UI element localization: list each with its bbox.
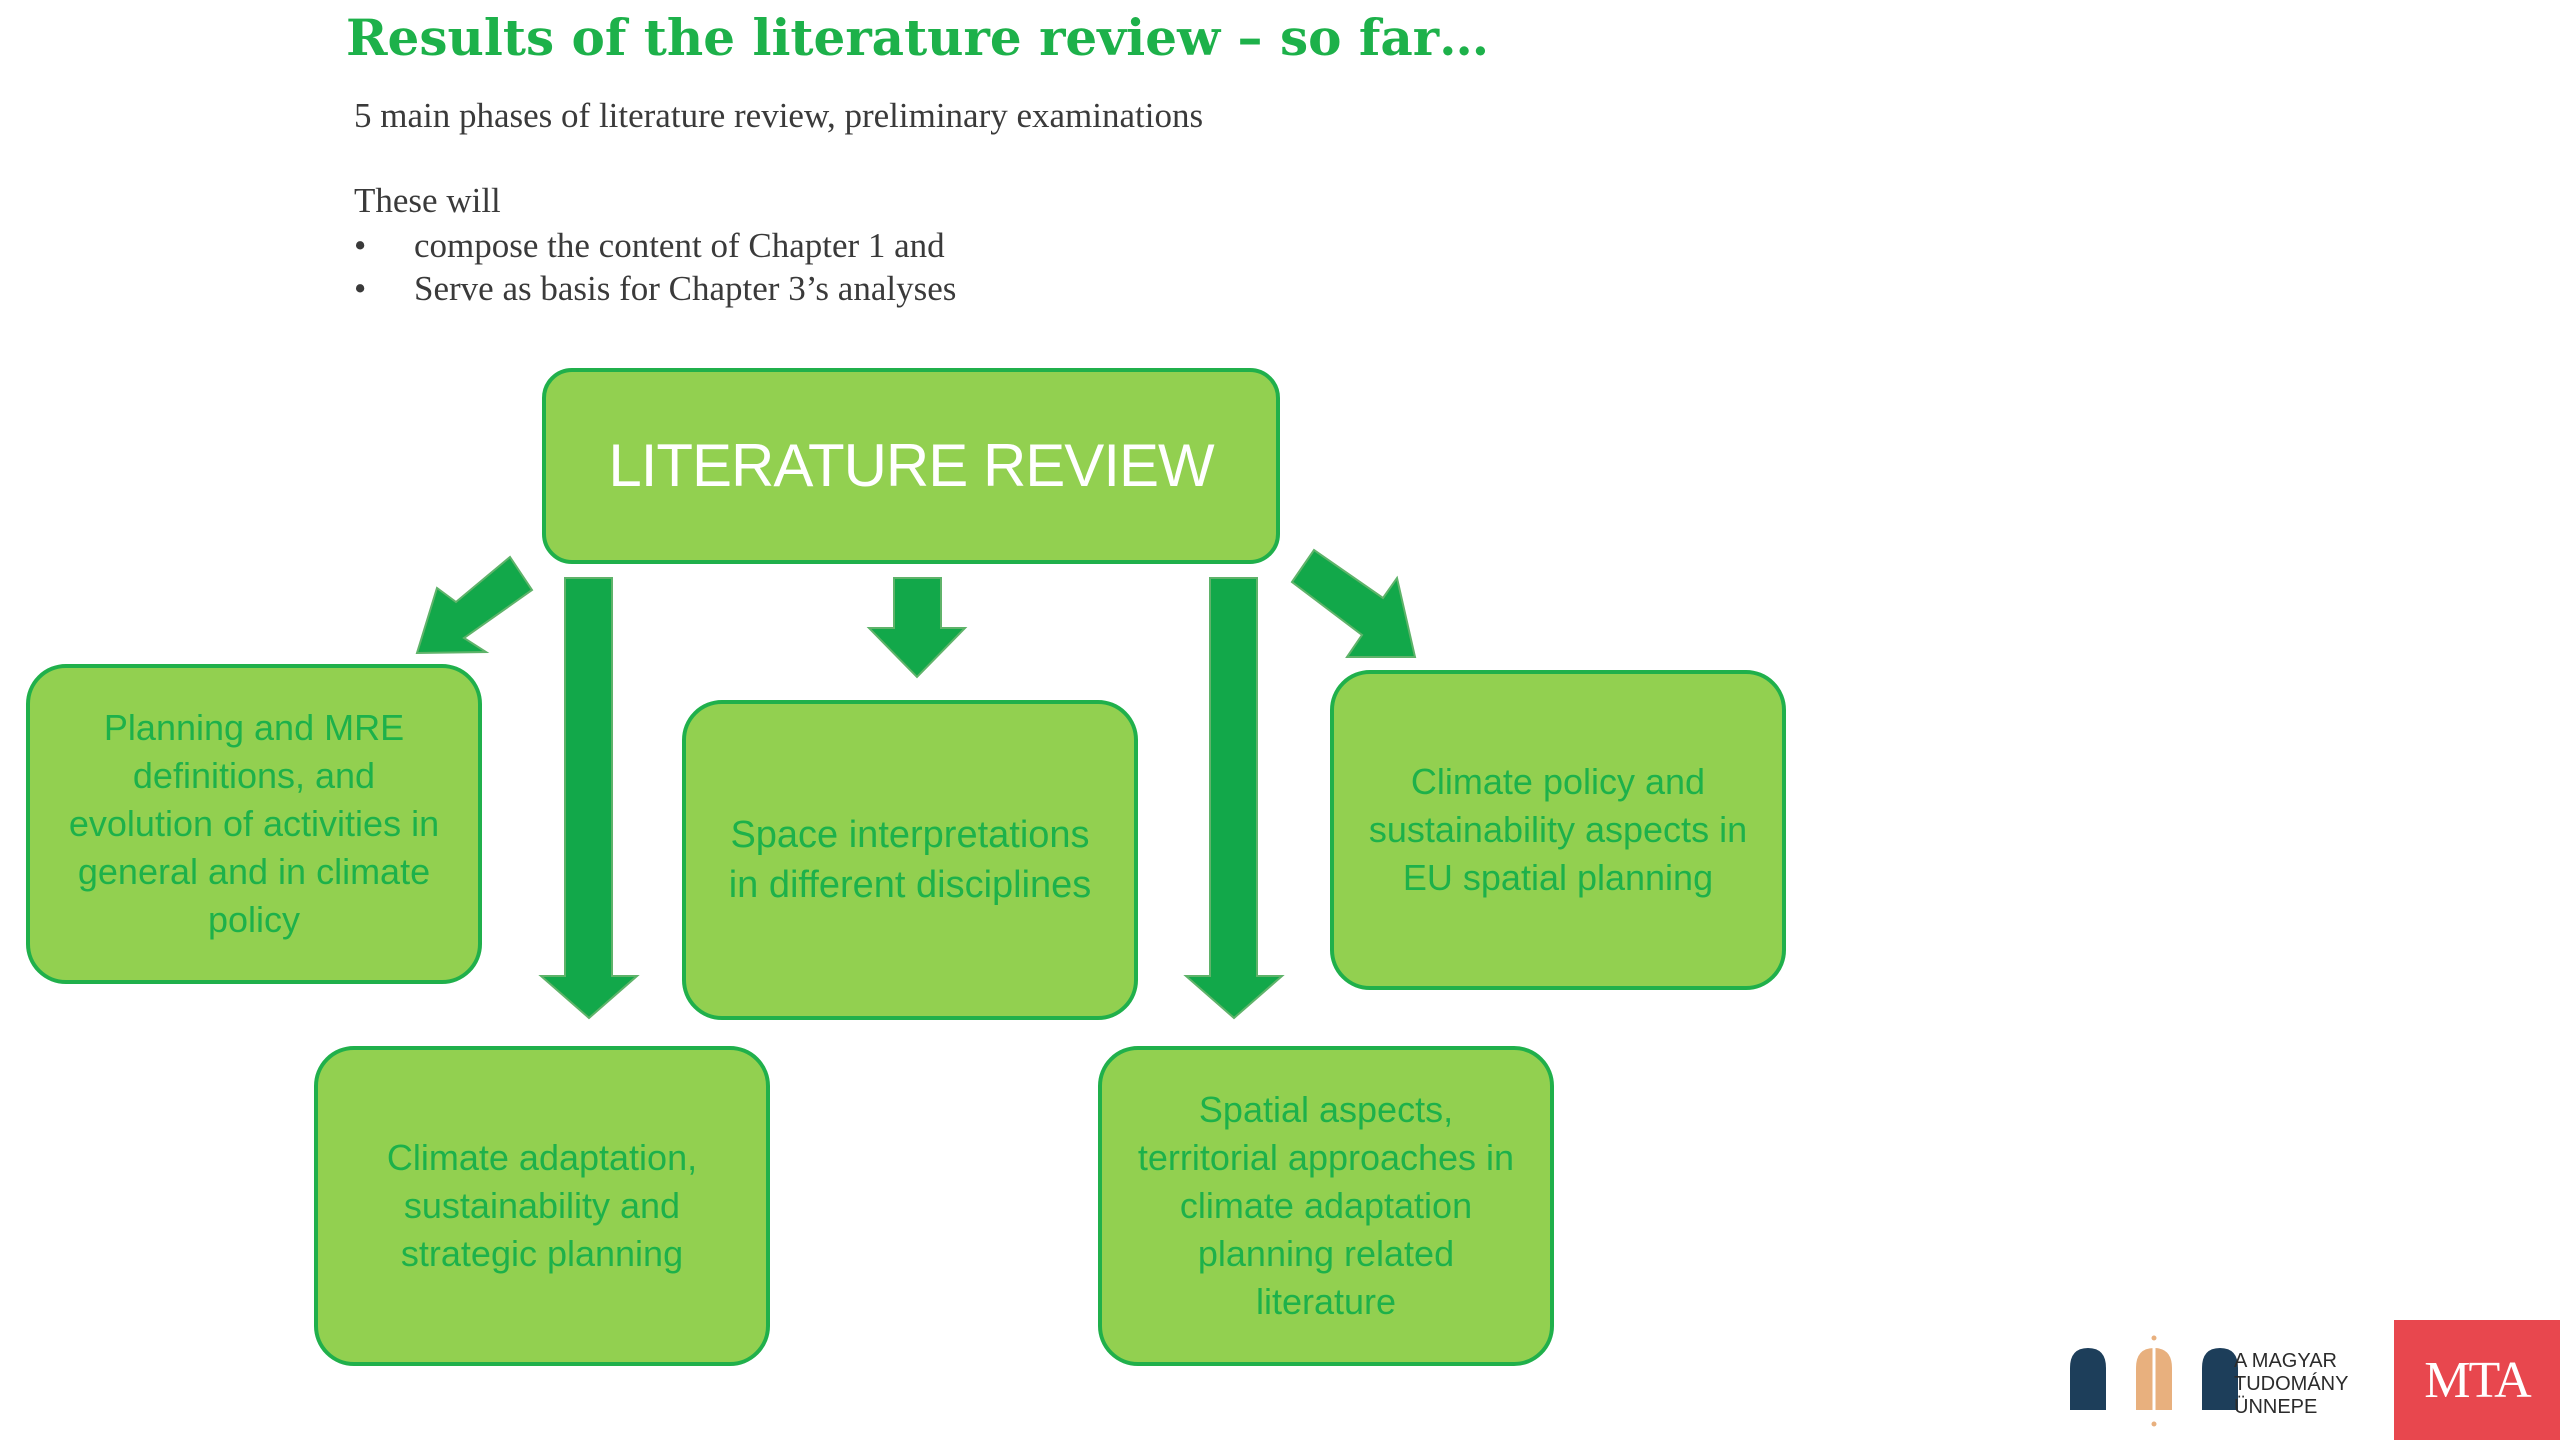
arrow-down-long-right [1183,577,1285,1020]
magyar-tudomany-logo-icon [2070,1335,2238,1427]
literature-review-label: LITERATURE REVIEW [608,432,1214,499]
slide-title: Results of the literature review – so fa… [346,8,1490,67]
topic-label: Spatial aspects, territorial approaches … [1137,1089,1515,1322]
topic-box-climate-adaptation: Climate adaptation, sustainability and s… [314,1046,770,1366]
arrow-down-right [1290,548,1417,658]
topic-box-space-interpretations: Space interpretations in different disci… [682,700,1138,1020]
topic-label: Climate adaptation, sustainability and s… [386,1137,698,1274]
arrow-down-long-left [538,577,640,1020]
slide-subtitle: 5 main phases of literature review, prel… [354,96,1204,135]
magyar-tudomany-logo-text: A MAGYAR TUDOMÁNY ÜNNEPE [2234,1350,2349,1418]
arrow-down-left [415,555,534,655]
topic-box-planning-definitions: Planning and MRE definitions, and evolut… [26,664,482,984]
topic-box-eu-spatial-planning: Climate policy and sustainability aspect… [1330,670,1786,990]
bullet-mark: • [354,269,367,308]
topic-label: Space interpretations in different disci… [728,814,1092,906]
arrow-down-center [866,577,968,679]
bullet-text: compose the content of Chapter 1 and [414,226,945,265]
bullet-mark: • [354,226,367,265]
literature-review-box: LITERATURE REVIEW [542,368,1280,564]
topic-label: Planning and MRE definitions, and evolut… [68,707,440,940]
mta-logo-text: MTA [2424,1351,2531,1409]
mta-logo: MTA [2394,1320,2560,1440]
bullet-text: Serve as basis for Chapter 3’s analyses [414,269,957,308]
topic-label: Climate policy and sustainability aspect… [1368,761,1748,898]
intro-text: These will [354,181,501,220]
topic-box-spatial-aspects: Spatial aspects, territorial approaches … [1098,1046,1554,1366]
